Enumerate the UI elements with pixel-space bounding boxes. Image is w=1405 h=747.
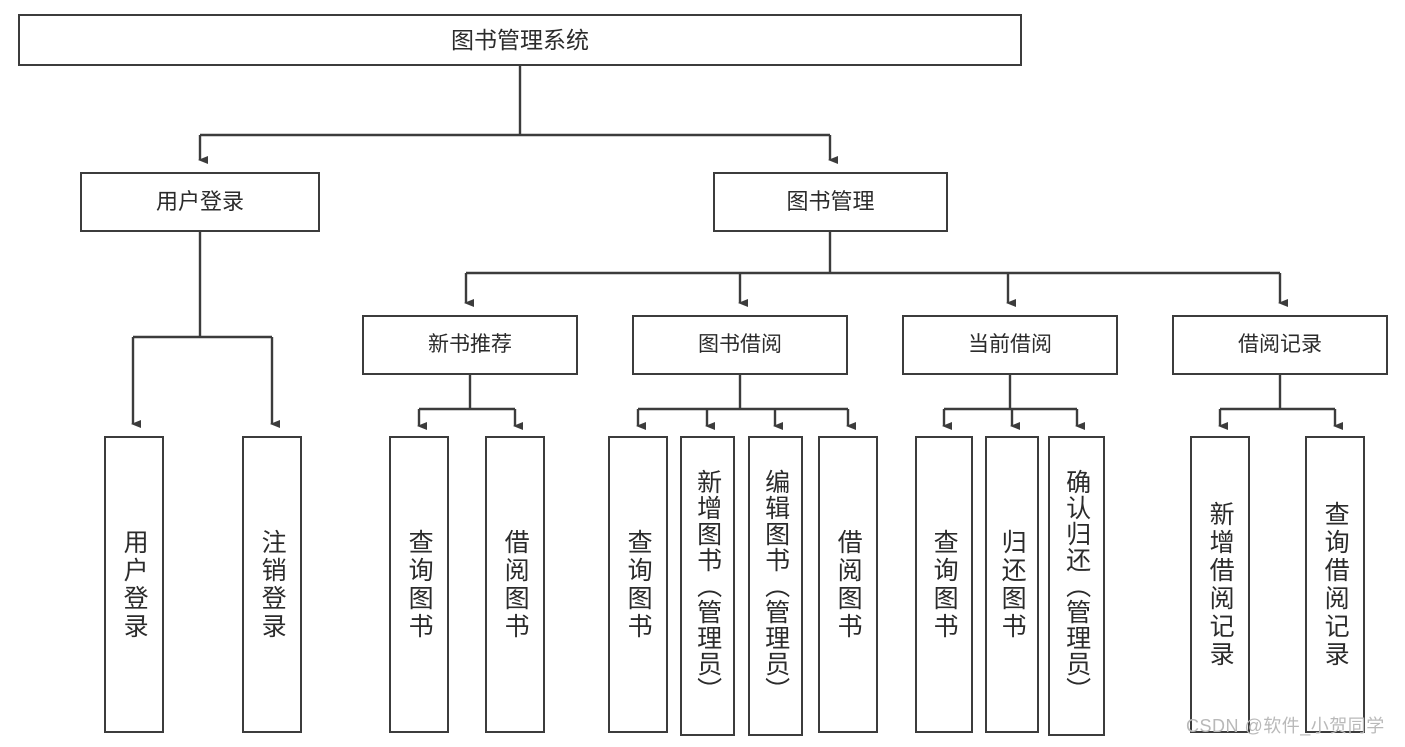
node-leaf-return-book-label: 归还图书 bbox=[998, 528, 1027, 641]
node-current-borrow[interactable]: 当前借阅 bbox=[902, 315, 1118, 375]
csdn-watermark: CSDN @软件_小贺同学 bbox=[1186, 716, 1385, 736]
node-book-borrow[interactable]: 图书借阅 bbox=[632, 315, 848, 375]
node-leaf-logout-label: 注销登录 bbox=[258, 528, 287, 641]
node-user-login-label: 用户登录 bbox=[155, 189, 244, 215]
node-leaf-add-book[interactable]: 新增图书（管理员） bbox=[680, 436, 735, 736]
node-leaf-query-book-2[interactable]: 查询图书 bbox=[608, 436, 668, 733]
node-leaf-confirm-return-label: 确认归还（管理员） bbox=[1062, 469, 1091, 703]
node-root-label: 图书管理系统 bbox=[451, 26, 589, 53]
node-leaf-query-book-3-label: 查询图书 bbox=[930, 528, 959, 641]
node-new-book-recommend-label: 新书推荐 bbox=[428, 332, 512, 356]
node-leaf-query-book-3[interactable]: 查询图书 bbox=[915, 436, 973, 733]
node-leaf-add-book-label: 新增图书（管理员） bbox=[693, 469, 722, 703]
node-leaf-query-record[interactable]: 查询借阅记录 bbox=[1305, 436, 1365, 733]
node-leaf-confirm-return[interactable]: 确认归还（管理员） bbox=[1048, 436, 1105, 736]
node-leaf-add-record-label: 新增借阅记录 bbox=[1206, 500, 1235, 669]
node-leaf-add-record[interactable]: 新增借阅记录 bbox=[1190, 436, 1250, 733]
node-leaf-return-book[interactable]: 归还图书 bbox=[985, 436, 1039, 733]
node-leaf-query-record-label: 查询借阅记录 bbox=[1321, 500, 1350, 669]
node-book-borrow-label: 图书借阅 bbox=[698, 332, 782, 356]
node-leaf-borrow-book-2[interactable]: 借阅图书 bbox=[818, 436, 878, 733]
node-leaf-query-book-1[interactable]: 查询图书 bbox=[389, 436, 449, 733]
node-leaf-logout[interactable]: 注销登录 bbox=[242, 436, 302, 733]
node-borrow-record[interactable]: 借阅记录 bbox=[1172, 315, 1388, 375]
node-user-login[interactable]: 用户登录 bbox=[80, 172, 320, 232]
node-leaf-user-login-label: 用户登录 bbox=[120, 528, 149, 641]
node-leaf-query-book-1-label: 查询图书 bbox=[405, 528, 434, 641]
node-leaf-borrow-book-1[interactable]: 借阅图书 bbox=[485, 436, 545, 733]
node-leaf-borrow-book-2-label: 借阅图书 bbox=[834, 528, 863, 641]
node-root[interactable]: 图书管理系统 bbox=[18, 14, 1022, 66]
node-leaf-edit-book-label: 编辑图书（管理员） bbox=[761, 469, 790, 703]
node-leaf-edit-book[interactable]: 编辑图书（管理员） bbox=[748, 436, 803, 736]
node-new-book-recommend[interactable]: 新书推荐 bbox=[362, 315, 578, 375]
node-leaf-user-login[interactable]: 用户登录 bbox=[104, 436, 164, 733]
node-current-borrow-label: 当前借阅 bbox=[968, 332, 1052, 356]
node-borrow-record-label: 借阅记录 bbox=[1238, 332, 1322, 356]
node-leaf-borrow-book-1-label: 借阅图书 bbox=[501, 528, 530, 641]
node-book-manage-label: 图书管理 bbox=[786, 189, 875, 215]
node-leaf-query-book-2-label: 查询图书 bbox=[624, 528, 653, 641]
node-book-manage[interactable]: 图书管理 bbox=[713, 172, 948, 232]
